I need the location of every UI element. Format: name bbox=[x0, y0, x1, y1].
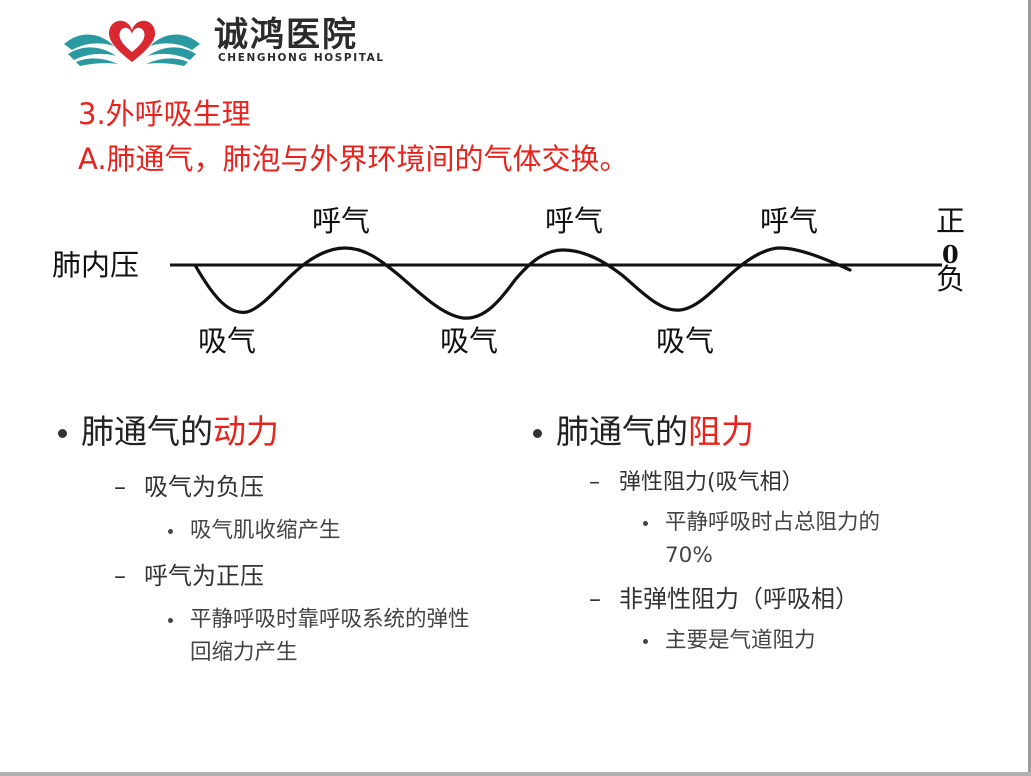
list-item: – 弹性阻力(吸气相） bbox=[589, 466, 973, 500]
pressure-wave-diagram: 肺内压 呼气 呼气 呼气 吸气 吸气 吸气 正 0 负 bbox=[0, 190, 1031, 380]
sub-item-text: 吸气肌收缩产生 bbox=[190, 518, 341, 543]
exhale-label: 呼气 bbox=[760, 204, 819, 238]
list-item-label: 吸气为负压 bbox=[144, 473, 264, 501]
list-item: – 非弹性阻力（呼吸相） bbox=[589, 582, 973, 616]
list-item-label: 非弹性阻力（呼吸相） bbox=[619, 585, 859, 613]
sub-item-text: 平静呼吸时占总阻力的70% bbox=[665, 510, 881, 568]
sub-item: 主要是气道阻力 bbox=[643, 624, 925, 657]
small-bullet-icon bbox=[643, 521, 648, 526]
title-highlight: 阻力 bbox=[688, 412, 754, 451]
driving-force-title: 肺通气的动力 bbox=[58, 410, 498, 454]
pressure-wave-curve bbox=[193, 246, 852, 320]
slide-border-bottom bbox=[0, 772, 1031, 776]
list-item: – 呼气为正压 bbox=[114, 559, 498, 593]
dash-icon: – bbox=[589, 470, 600, 495]
title-prefix: 肺通气的 bbox=[81, 412, 213, 451]
title-highlight: 动力 bbox=[213, 412, 279, 451]
inhale-label: 吸气 bbox=[440, 324, 499, 358]
dash-icon: – bbox=[114, 473, 126, 501]
small-bullet-icon bbox=[168, 529, 173, 534]
list-item-label: 弹性阻力(吸气相） bbox=[619, 470, 804, 495]
inhale-label: 吸气 bbox=[656, 324, 715, 358]
lung-pressure-label: 肺内压 bbox=[52, 248, 140, 282]
zero-label: 0 bbox=[942, 240, 959, 269]
slide-border-right bbox=[1028, 0, 1031, 776]
sub-item: 平静呼吸时靠呼吸系统的弹性回缩力产生 bbox=[168, 603, 480, 669]
list-item-label: 呼气为正压 bbox=[144, 562, 264, 590]
negative-label: 负 bbox=[936, 262, 966, 296]
list-item: – 吸气为负压 bbox=[114, 470, 498, 504]
dash-icon: – bbox=[114, 562, 126, 590]
dash-icon: – bbox=[589, 585, 601, 613]
title-prefix: 肺通气的 bbox=[556, 412, 688, 451]
resistance-column: 肺通气的阻力 – 弹性阻力(吸气相） 平静呼吸时占总阻力的70% – 非弹性阻力… bbox=[533, 410, 973, 657]
sub-item: 吸气肌收缩产生 bbox=[168, 514, 480, 547]
section-heading: 3.外呼吸生理 bbox=[78, 97, 251, 131]
exhale-label: 呼气 bbox=[545, 204, 604, 238]
bullet-dot-icon bbox=[58, 428, 67, 438]
heart-wings-logo-icon bbox=[64, 20, 200, 66]
sub-item-text: 平静呼吸时靠呼吸系统的弹性回缩力产生 bbox=[190, 607, 470, 665]
hospital-logo: 诚鸿医院 CHENGHONG HOSPITAL bbox=[62, 14, 442, 68]
small-bullet-icon bbox=[643, 639, 648, 644]
inhale-label: 吸气 bbox=[198, 324, 257, 358]
section-subheading: A.肺通气，肺泡与外界环境间的气体交换。 bbox=[78, 142, 629, 176]
sub-item: 平静呼吸时占总阻力的70% bbox=[643, 506, 925, 572]
small-bullet-icon bbox=[168, 618, 173, 623]
logo-english-name: CHENGHONG HOSPITAL bbox=[218, 52, 385, 64]
driving-force-column: 肺通气的动力 – 吸气为负压 吸气肌收缩产生 – 呼气为正压 平静呼吸时靠呼吸系… bbox=[58, 410, 498, 669]
exhale-label: 呼气 bbox=[312, 204, 371, 238]
sub-item-text: 主要是气道阻力 bbox=[665, 628, 816, 653]
pressure-wave-svg bbox=[170, 246, 942, 320]
logo-chinese-name: 诚鸿医院 bbox=[214, 15, 358, 55]
resistance-title: 肺通气的阻力 bbox=[533, 410, 973, 454]
positive-label: 正 bbox=[936, 204, 966, 238]
bullet-dot-icon bbox=[533, 428, 542, 438]
